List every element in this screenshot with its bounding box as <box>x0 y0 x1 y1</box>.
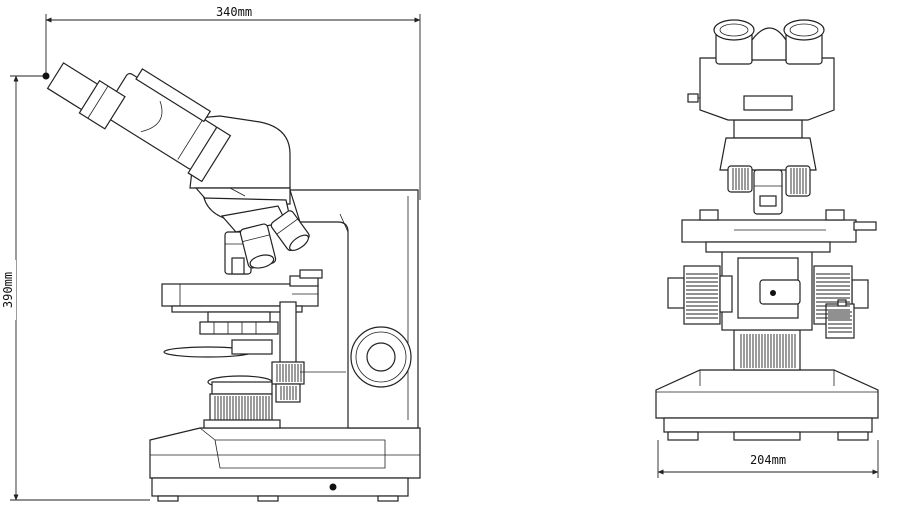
knurled-parts <box>214 168 852 420</box>
base <box>149 427 421 502</box>
microscope-front-view <box>655 19 879 441</box>
front-stage <box>681 209 877 253</box>
condenser <box>163 311 279 358</box>
focus-knob <box>350 326 412 388</box>
reference-dot <box>42 72 50 80</box>
front-eyepiece-left <box>713 19 755 65</box>
depth-label: 204mm <box>750 453 786 467</box>
front-nosepiece <box>719 119 817 215</box>
dimension-height: 390mm <box>1 72 150 501</box>
width-label: 340mm <box>216 5 252 19</box>
arm <box>289 189 419 429</box>
microscope-side-view <box>46 62 421 502</box>
binocular-tubes <box>103 68 232 183</box>
front-eyepiece-right <box>783 19 825 65</box>
front-prism-bridge <box>751 27 787 61</box>
dimension-depth: 204mm <box>657 440 879 478</box>
dimension-width: 340mm <box>45 4 421 200</box>
front-base <box>655 369 879 441</box>
front-body <box>721 245 813 371</box>
stage <box>161 269 323 313</box>
lamp-collector <box>203 371 346 429</box>
focus-column <box>271 301 305 403</box>
height-label: 390mm <box>1 272 15 308</box>
eyepiece-side <box>46 62 126 130</box>
front-head <box>687 57 835 121</box>
nosepiece <box>203 197 310 275</box>
